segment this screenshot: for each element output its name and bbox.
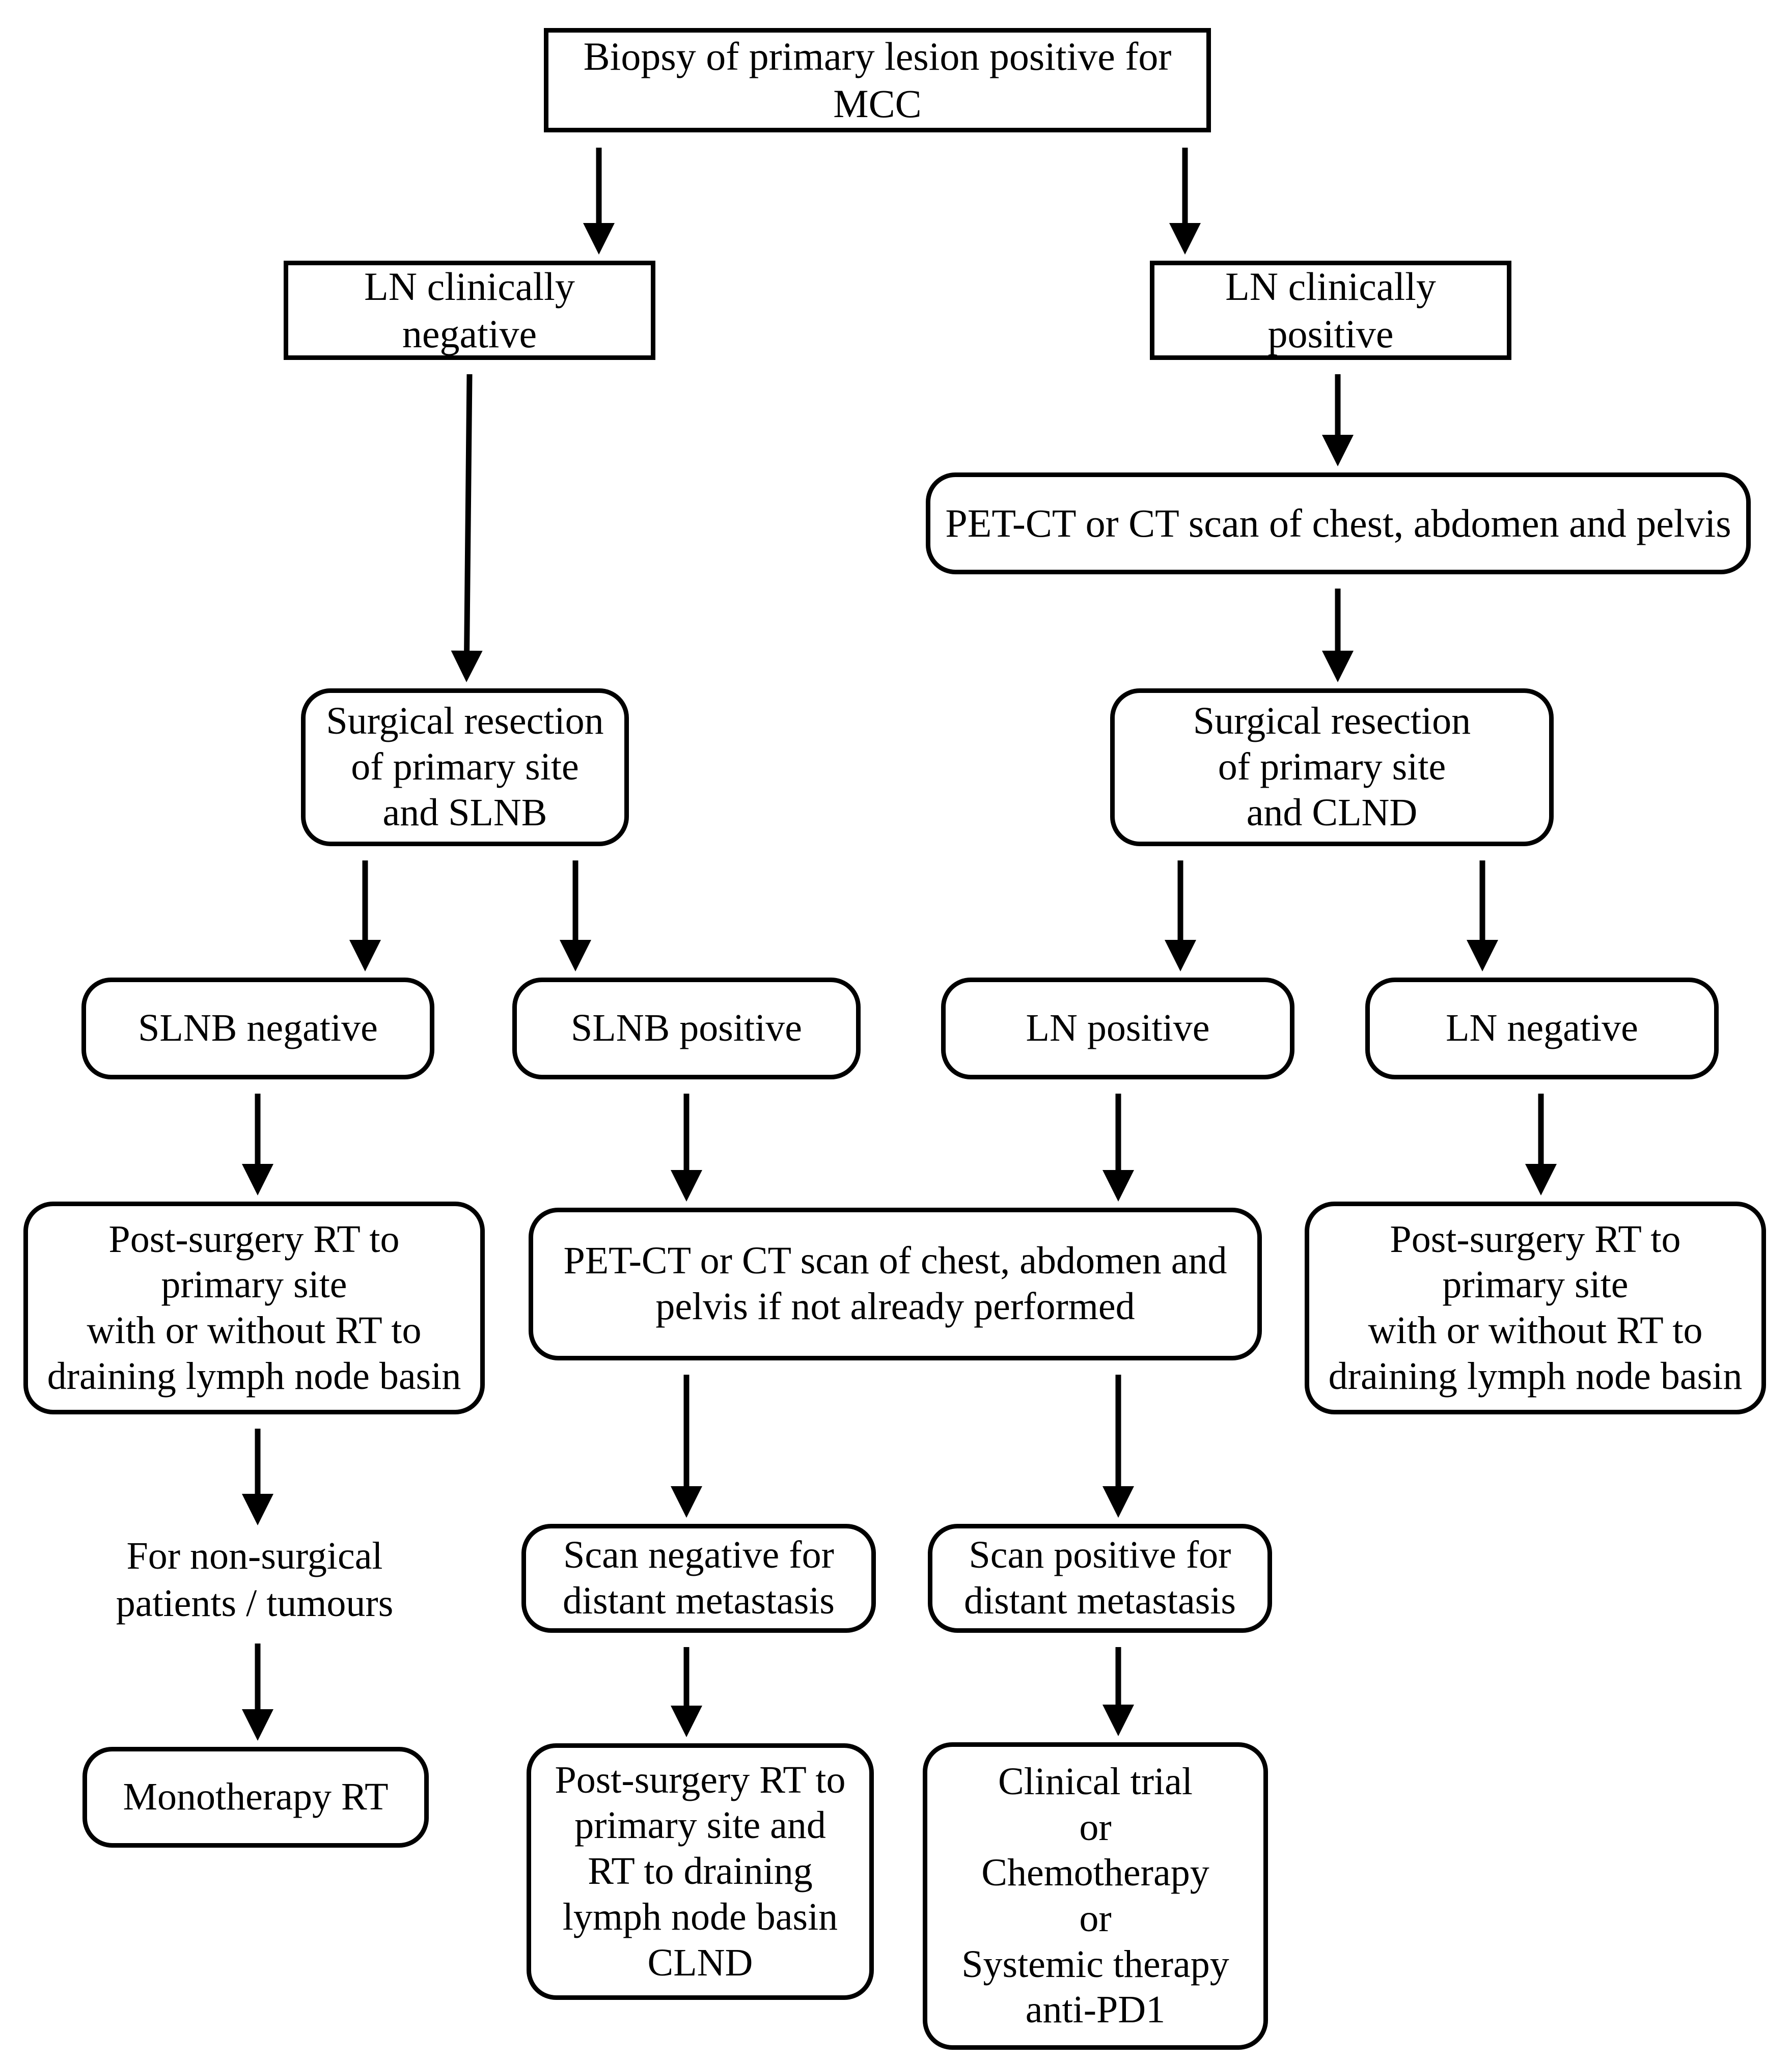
flowchart-arrowhead-ln-positive-to-pet-ct-middle <box>1102 1170 1134 1202</box>
flowchart-node-for-non-surgical: For non-surgical patients / tumours <box>92 1531 418 1628</box>
flowchart-node-label: Post-surgery RT to primary site with or … <box>1328 1217 1743 1398</box>
flowchart-node-label: Clinical trial or Chemotherapy or System… <box>961 1760 1229 2031</box>
flowchart-node-scan-negative: Scan negative for distant metastasis <box>521 1524 876 1633</box>
flowchart-arrowhead-pet-ct-middle-to-scan-positive <box>1102 1486 1134 1518</box>
flowchart-node-post-surgery-rt-right: Post-surgery RT to primary site with or … <box>1305 1202 1766 1414</box>
flowchart-node-label: For non-surgical patients / tumours <box>116 1535 394 1625</box>
flowchart-node-label: PET-CT or CT scan of chest, abdomen and … <box>945 500 1731 545</box>
flowchart-arrowhead-scan-negative-to-rt-clnd <box>671 1706 702 1737</box>
flowchart-node-biopsy: Biopsy of primary lesion positive for MC… <box>544 28 1211 132</box>
flowchart-node-ln-negative: LN negative <box>1365 978 1719 1079</box>
flowchart-arrowhead-ln-positive-to-pet-ct <box>1322 435 1354 466</box>
flowchart-node-label: Surgical resection of primary site and C… <box>1193 700 1471 834</box>
flowchart-arrowhead-slnb-positive-to-pet-ct-middle <box>671 1170 702 1202</box>
flowchart-arrowhead-pet-ct-middle-to-scan-negative <box>671 1486 702 1518</box>
flowchart-node-clinical-trial: Clinical trial or Chemotherapy or System… <box>923 1742 1268 2050</box>
flowchart-node-slnb-negative: SLNB negative <box>81 978 434 1079</box>
flowchart-node-surgical-slnb: Surgical resection of primary site and S… <box>301 688 629 846</box>
flowchart-node-post-surgery-rt-left: Post-surgery RT to primary site with or … <box>23 1202 485 1414</box>
flowchart-node-label: LN clinically negative <box>364 264 575 356</box>
flowchart-node-label: Scan negative for distant metastasis <box>562 1534 835 1622</box>
flowchart-arrowhead-scan-positive-to-clinical-trial <box>1102 1705 1134 1736</box>
flowchart-node-label: LN clinically positive <box>1225 264 1436 356</box>
flowchart-arrowhead-rt-left-to-non-surgical <box>242 1494 273 1525</box>
flowchart-node-label: Post-surgery RT to primary site and RT t… <box>555 1758 846 1984</box>
flowchart-arrowhead-surgical-slnb-to-slnb-negative <box>349 940 381 971</box>
flowchart-arrowhead-surgical-clnd-to-ln-negative <box>1467 940 1498 971</box>
flowchart-node-label: Monotherapy RT <box>123 1775 389 1819</box>
flowchart-arrowhead-pet-ct-to-surgical-clnd <box>1322 651 1354 682</box>
flowchart-node-surgical-clnd: Surgical resection of primary site and C… <box>1110 688 1554 846</box>
flowchart-arrowhead-biopsy-to-ln-negative <box>583 223 615 255</box>
flowchart-node-ln-clinically-negative: LN clinically negative <box>284 261 655 360</box>
flowchart-node-label: SLNB positive <box>571 1007 802 1050</box>
flowchart-node-label: SLNB negative <box>138 1007 378 1050</box>
flowchart-node-label: Biopsy of primary lesion positive for MC… <box>583 34 1172 126</box>
flowchart-arrowhead-slnb-negative-to-rt-left <box>242 1164 273 1195</box>
flowchart-node-label: Surgical resection of primary site and S… <box>326 700 604 834</box>
flowchart-node-ln-positive: LN positive <box>941 978 1294 1079</box>
flowchart-node-scan-positive: Scan positive for distant metastasis <box>928 1524 1272 1633</box>
flowchart-node-label: Scan positive for distant metastasis <box>963 1534 1236 1622</box>
flowchart-node-label: LN positive <box>1026 1007 1210 1050</box>
flowchart-arrowhead-ln-negative-to-rt-right <box>1525 1164 1557 1195</box>
flowchart-node-monotherapy-rt: Monotherapy RT <box>82 1747 429 1848</box>
flowchart-node-slnb-positive: SLNB positive <box>512 978 861 1079</box>
flowchart-arrowhead-non-surgical-to-monotherapy <box>242 1709 273 1741</box>
flowchart-node-pet-ct-middle: PET-CT or CT scan of chest, abdomen and … <box>529 1208 1262 1360</box>
flowchart-node-label: LN negative <box>1446 1007 1638 1050</box>
flowchart-node-label: PET-CT or CT scan of chest, abdomen and … <box>563 1239 1227 1328</box>
flowchart-node-ln-clinically-positive: LN clinically positive <box>1150 261 1511 360</box>
flowchart-arrowhead-ln-negative-to-surgical-slnb <box>451 650 483 682</box>
flowchart-arrow-ln-negative-to-surgical-slnb <box>464 374 473 651</box>
flowchart-node-post-surgery-rt-clnd: Post-surgery RT to primary site and RT t… <box>527 1743 874 2000</box>
flowchart-arrowhead-surgical-slnb-to-slnb-positive <box>560 940 591 971</box>
flowchart-node-label: Post-surgery RT to primary site with or … <box>47 1217 461 1398</box>
flowchart-node-pet-ct-top: PET-CT or CT scan of chest, abdomen and … <box>926 472 1751 574</box>
flowchart-arrowhead-biopsy-to-ln-positive <box>1169 223 1201 255</box>
flowchart-arrowhead-surgical-clnd-to-ln-positive <box>1165 940 1196 971</box>
